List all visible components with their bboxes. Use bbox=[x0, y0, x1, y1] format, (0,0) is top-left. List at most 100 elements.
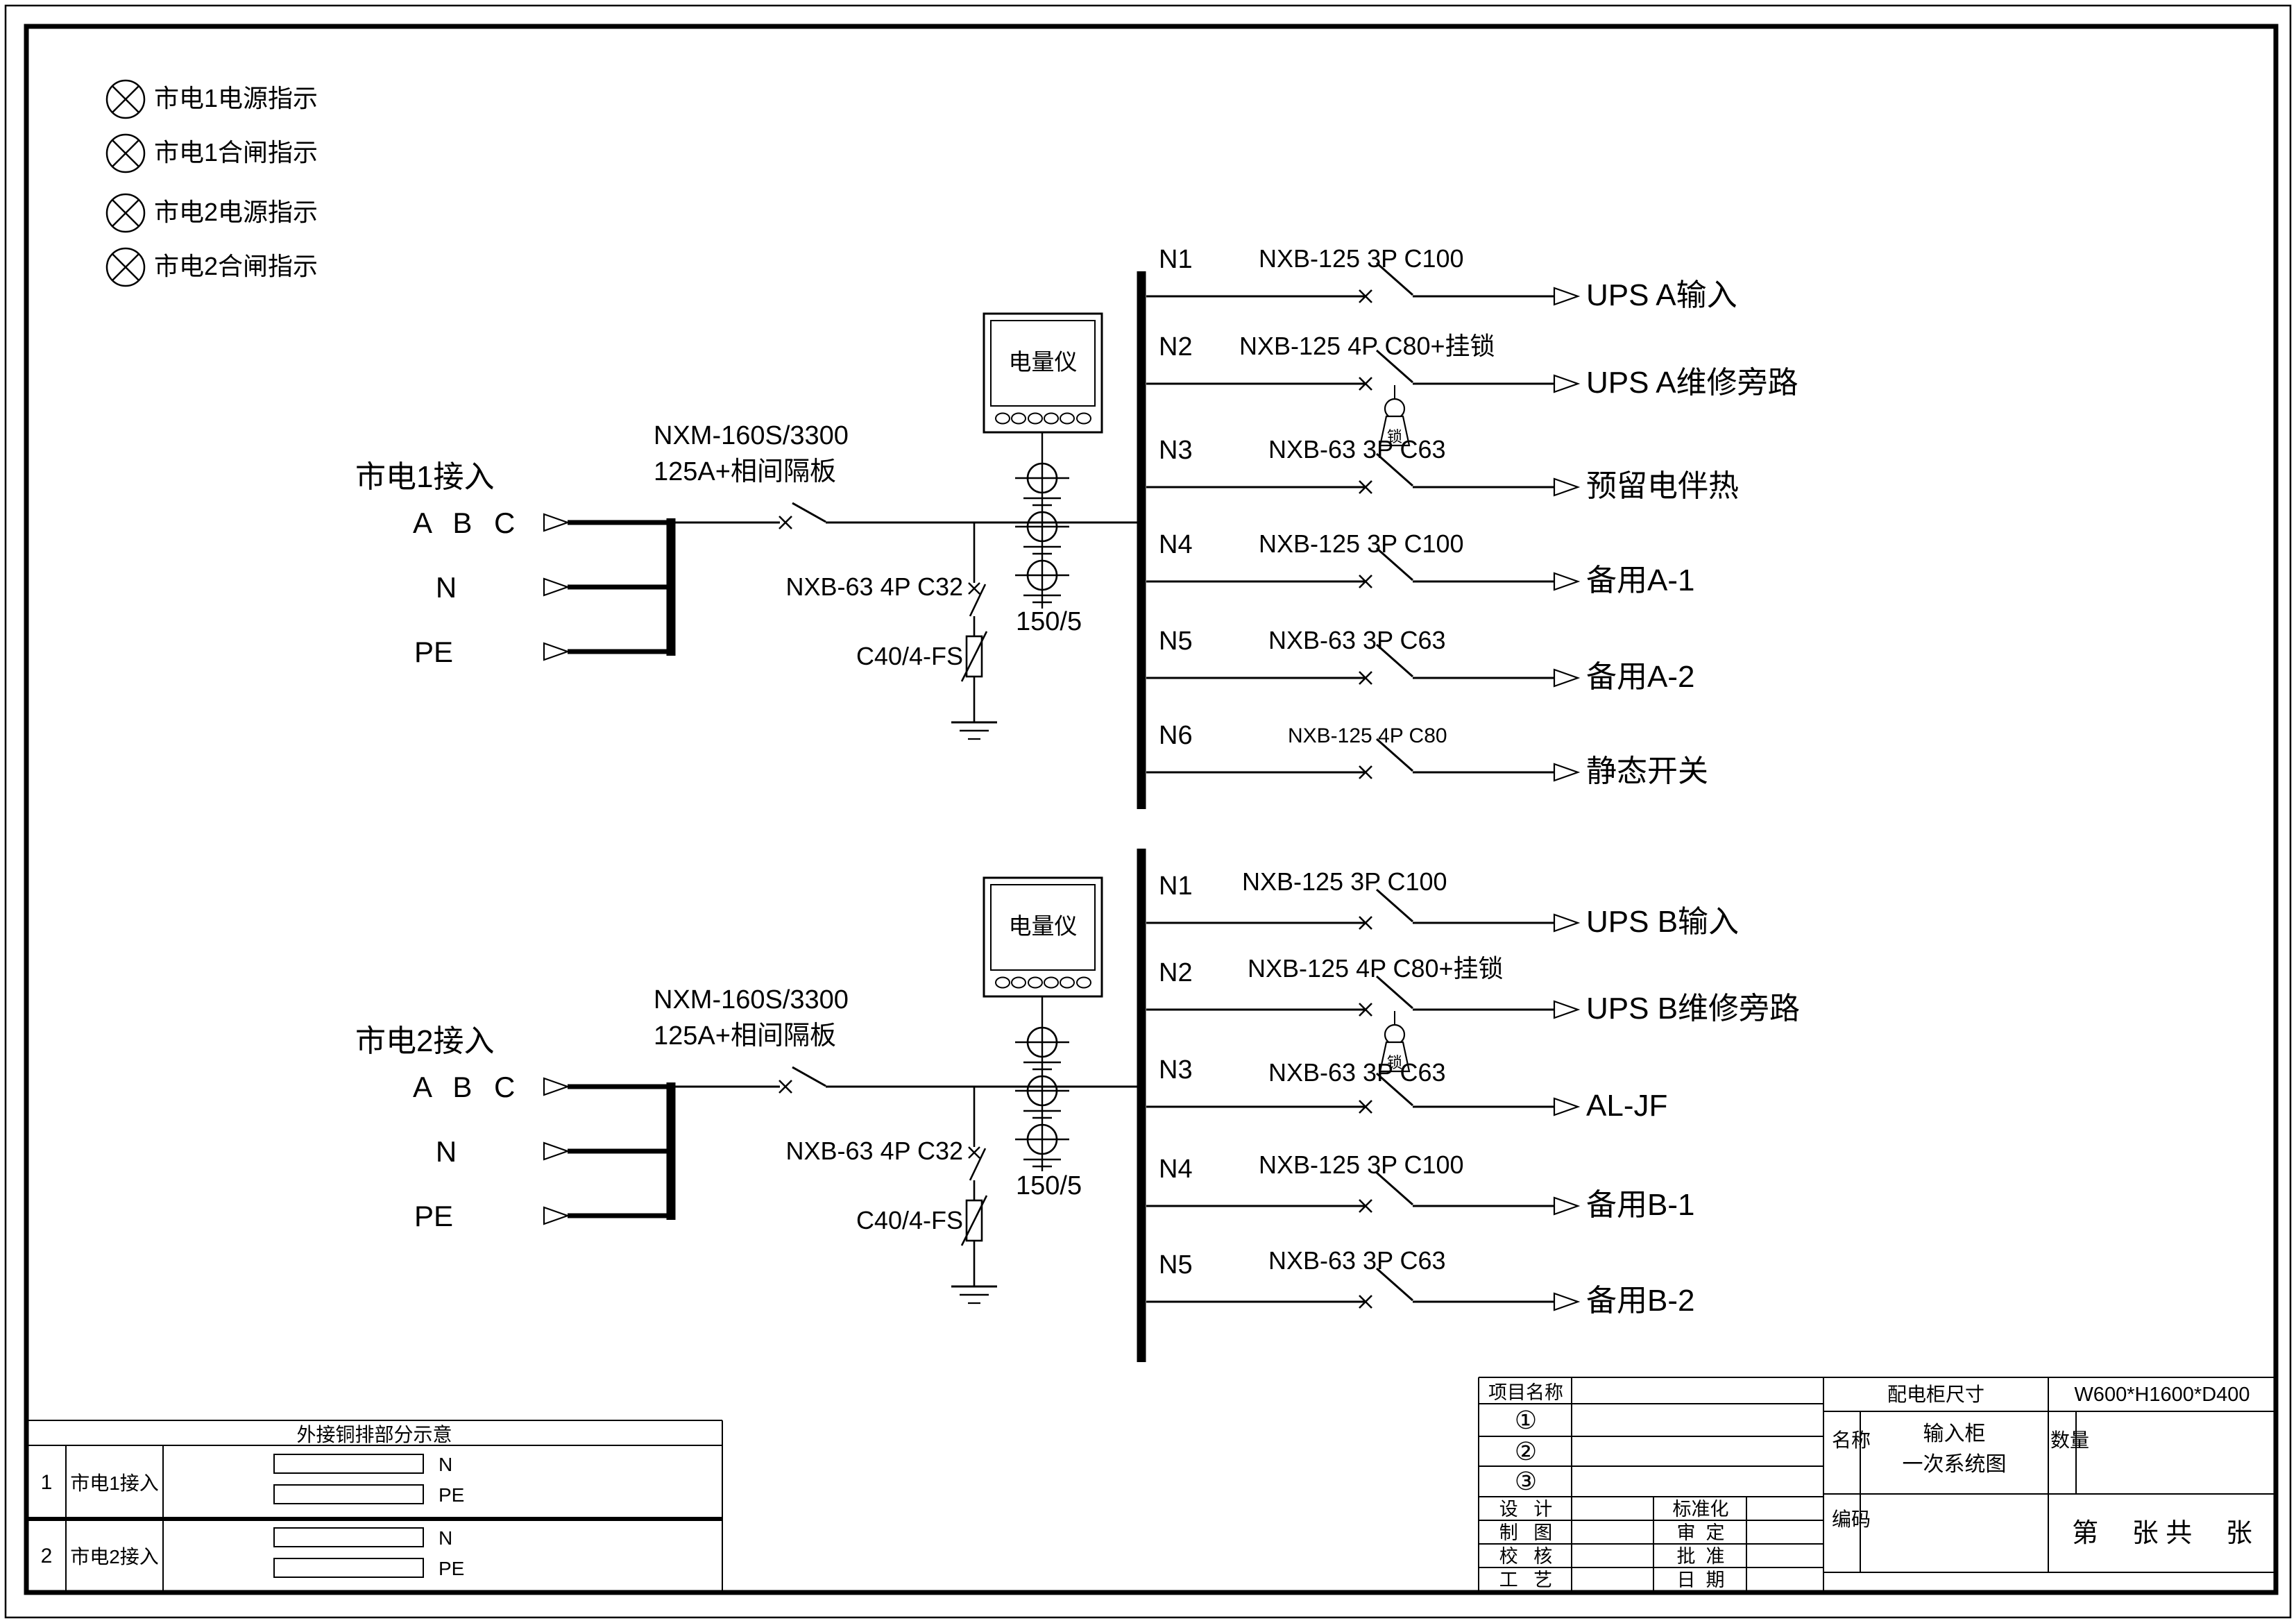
titleblock-craft-label: 工 艺 bbox=[1499, 1570, 1553, 1590]
circuit2-feeder-lines bbox=[1146, 888, 1579, 1311]
copper-bar-table-grid bbox=[26, 1420, 723, 1592]
circuit1-feeder-id: N4 bbox=[1159, 530, 1193, 559]
circuit1-feeder-load: 备用A-2 bbox=[1586, 660, 1695, 694]
drawing-frame bbox=[4, 4, 2292, 1619]
circuit2-feeder-load: 备用B-2 bbox=[1586, 1284, 1695, 1318]
lamp-icon-1 bbox=[105, 79, 146, 119]
circuit2-phase-n: N bbox=[435, 1135, 457, 1168]
circuit1-feeder-load: 静态开关 bbox=[1586, 754, 1708, 788]
titleblock-name-label: 名称 bbox=[1832, 1429, 1871, 1451]
circuit1-spd-label: C40/4-FS bbox=[856, 642, 963, 670]
main-breaker-1 bbox=[778, 502, 827, 530]
copper-bar-n-label: N bbox=[439, 1454, 453, 1475]
circuit1-feeder-breaker: NXB-125 4P C80 bbox=[1288, 724, 1447, 747]
circuit1-source-label: 市电1接入 bbox=[355, 460, 495, 494]
copper-bar-table-title: 外接铜排部分示意 bbox=[296, 1424, 452, 1445]
circuit1-feeder-load: 备用A-1 bbox=[1586, 563, 1695, 597]
circuit1-feeder-id: N1 bbox=[1159, 245, 1193, 274]
titleblock-sheet-label: 第 张 共 张 bbox=[2072, 1519, 2252, 1548]
circuit2-feeder-load: AL-JF bbox=[1586, 1089, 1668, 1123]
titleblock-review-label: 审 定 bbox=[1676, 1522, 1725, 1543]
circuit2-feeder-id: N5 bbox=[1159, 1250, 1193, 1280]
titleblock-rev1: ① bbox=[1514, 1406, 1538, 1434]
circuit1-feeder-id: N5 bbox=[1159, 627, 1193, 656]
copper-bar-pe-1 bbox=[273, 1484, 424, 1504]
circuit2-phase-pe: PE bbox=[414, 1200, 454, 1232]
circuit1-main-breaker-model: NXM-160S/3300 bbox=[654, 421, 849, 450]
titleblock-cabinet-size-label: 配电柜尺寸 bbox=[1887, 1384, 1984, 1405]
main-breaker-2 bbox=[778, 1066, 827, 1094]
copper-bar-n-1 bbox=[273, 1454, 424, 1474]
input-arrow-icon bbox=[543, 577, 569, 597]
titleblock-draft-label: 制 图 bbox=[1499, 1522, 1553, 1543]
input-arrow-icon bbox=[543, 1141, 569, 1161]
input-arrow-icon bbox=[543, 642, 569, 661]
circuit1-meter-label: 电量仪 bbox=[1008, 349, 1078, 375]
circuit2-source-label: 市电2接入 bbox=[355, 1024, 495, 1058]
circuit2-feeder-breaker: NXB-63 3P C63 bbox=[1268, 1246, 1446, 1275]
power-meter-2 bbox=[983, 876, 1103, 998]
copper-bar-row-name: 市电2接入 bbox=[70, 1546, 159, 1567]
copper-bar-row-no: 2 bbox=[40, 1545, 53, 1567]
titleblock-check-label: 校 核 bbox=[1499, 1546, 1553, 1567]
circuit1-phase-n: N bbox=[435, 571, 457, 604]
copper-bar-pe-label: PE bbox=[439, 1558, 465, 1579]
titleblock-cabinet-name-2: 一次系统图 bbox=[1902, 1453, 2007, 1476]
copper-bar-row-no: 1 bbox=[40, 1471, 53, 1494]
circuit1-feeder-breaker: NXB-125 3P C100 bbox=[1259, 529, 1464, 558]
padlock-text-1: 锁 bbox=[1386, 428, 1402, 445]
spd-breaker-2 bbox=[967, 1146, 987, 1182]
circuit2-feeder-breaker: NXB-125 3P C100 bbox=[1242, 867, 1447, 896]
title-block-grid bbox=[1478, 1377, 2276, 1592]
circuit2-spd-breaker-label: NXB-63 4P C32 bbox=[785, 1137, 963, 1165]
copper-bar-pe-label: PE bbox=[439, 1484, 465, 1506]
titleblock-rev2: ② bbox=[1514, 1437, 1538, 1465]
circuit2-feeder-id: N2 bbox=[1159, 958, 1193, 987]
circuit2-feeder-load: UPS B维修旁路 bbox=[1586, 992, 1801, 1026]
circuit2-feeder-load: UPS B输入 bbox=[1586, 905, 1740, 939]
circuit2-ct-ratio: 150/5 bbox=[1016, 1171, 1082, 1200]
circuit1-spd-breaker-label: NXB-63 4P C32 bbox=[785, 572, 963, 601]
circuit2-feeder-breaker: NXB-125 4P C80+挂锁 bbox=[1248, 954, 1504, 983]
titleblock-project-label: 项目名称 bbox=[1488, 1382, 1563, 1403]
input-arrow-icon bbox=[543, 1206, 569, 1225]
ground-icon-2 bbox=[950, 1285, 998, 1305]
indicator-label-1: 市电1电源指示 bbox=[154, 84, 318, 112]
titleblock-cabinet-size-value: W600*H1600*D400 bbox=[2074, 1384, 2250, 1406]
lamp-icon-3 bbox=[105, 193, 146, 233]
copper-bar-n-2 bbox=[273, 1527, 424, 1547]
titleblock-code-label: 编码 bbox=[1832, 1509, 1871, 1530]
titleblock-qty-label: 数量 bbox=[2050, 1429, 2090, 1451]
circuit1-feeder-id: N3 bbox=[1159, 436, 1193, 465]
indicator-label-3: 市电2电源指示 bbox=[154, 198, 318, 226]
circuit1-phase-abc: A B C bbox=[413, 507, 522, 539]
padlock-text-2: 锁 bbox=[1386, 1054, 1402, 1071]
circuit2-feeder-id: N1 bbox=[1159, 872, 1193, 901]
circuit1-schematic bbox=[543, 262, 1579, 809]
circuit1-main-breaker-spec: 125A+相间隔板 bbox=[654, 457, 836, 486]
circuit1-feeder-id: N2 bbox=[1159, 332, 1193, 362]
circuit2-feeder-load: 备用B-1 bbox=[1586, 1188, 1695, 1222]
copper-bar-n-label: N bbox=[439, 1527, 453, 1549]
circuit2-spd-label: C40/4-FS bbox=[856, 1206, 963, 1234]
lamp-icon-2 bbox=[105, 133, 146, 173]
spd-breaker-1 bbox=[967, 581, 987, 618]
titleblock-standard-label: 标准化 bbox=[1672, 1499, 1729, 1520]
circuit2-main-breaker-model: NXM-160S/3300 bbox=[654, 985, 849, 1014]
circuit2-main-breaker-spec: 125A+相间隔板 bbox=[654, 1021, 836, 1051]
titleblock-design-label: 设 计 bbox=[1499, 1499, 1553, 1520]
circuit2-meter-label: 电量仪 bbox=[1008, 913, 1078, 939]
titleblock-approve-label: 批 准 bbox=[1676, 1546, 1725, 1567]
titleblock-rev3: ③ bbox=[1514, 1467, 1538, 1495]
titleblock-date-label: 日 期 bbox=[1676, 1570, 1725, 1590]
input-arrow-icon bbox=[543, 1077, 569, 1096]
copper-bar-pe-2 bbox=[273, 1558, 424, 1578]
circuit1-feeder-breaker: NXB-125 3P C100 bbox=[1259, 244, 1464, 273]
circuit1-feeder-breaker: NXB-63 3P C63 bbox=[1268, 435, 1446, 464]
circuit1-feeder-load: 预留电伴热 bbox=[1586, 469, 1739, 503]
circuit2-phase-abc: A B C bbox=[413, 1071, 522, 1103]
circuit2-feeder-breaker: NXB-63 3P C63 bbox=[1268, 1058, 1446, 1087]
indicator-lamp-icons bbox=[105, 79, 146, 287]
